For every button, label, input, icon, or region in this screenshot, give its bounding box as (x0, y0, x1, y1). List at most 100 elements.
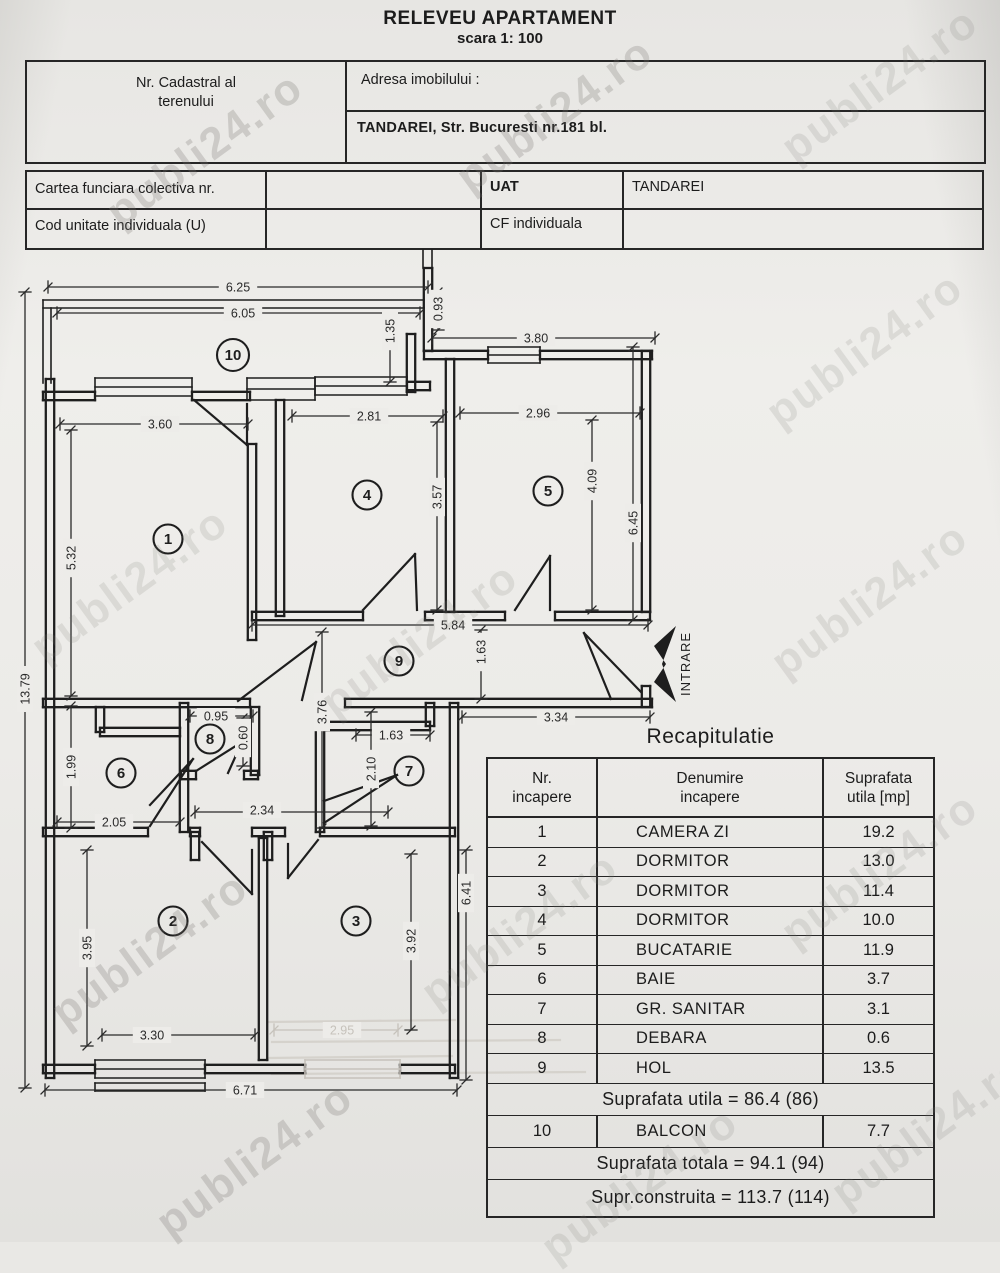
address-label: Adresa imobilului : (361, 72, 480, 88)
svg-text:3.30: 3.30 (140, 1029, 164, 1043)
recap-row-name: CAMERA ZI (598, 818, 824, 847)
cod-unitate-label: Cod unitate individuala (U) (35, 218, 206, 234)
recap-balcon-area: 7.7 (867, 1121, 890, 1140)
svg-text:2.81: 2.81 (357, 410, 381, 424)
recap-header-row: Nr. incapere Denumire incapere Suprafata… (488, 759, 933, 818)
recap-balcon-row: 10 BALCON 7.7 (488, 1115, 933, 1148)
svg-text:5: 5 (544, 483, 552, 500)
recap-row-area: 13.5 (862, 1058, 895, 1077)
recap-row-area: 11.4 (863, 881, 894, 900)
recap-row-nr: 4 (488, 906, 598, 935)
cf-individuala-label: CF individuala (490, 216, 582, 232)
recap-row-name: DEBARA (598, 1024, 824, 1053)
land-book-table: Cartea funciara colectiva nr. UAT TANDAR… (25, 170, 984, 250)
recap-row-nr: 5 (488, 936, 598, 965)
recap-row-area: 11.9 (863, 940, 894, 959)
table-divider (265, 172, 267, 248)
recap-row-area: 19.2 (862, 822, 895, 841)
svg-text:2: 2 (169, 913, 177, 930)
svg-text:6: 6 (117, 765, 125, 782)
svg-text:3.95: 3.95 (81, 936, 95, 960)
recap-row-name: BAIE (598, 965, 824, 994)
recap-row-nr: 2 (488, 847, 598, 876)
recap-table: Nr. incapere Denumire incapere Suprafata… (486, 757, 935, 1218)
svg-text:6.05: 6.05 (231, 307, 255, 321)
svg-text:1.63: 1.63 (475, 640, 489, 664)
document-title: RELEVEU APARTAMENT (383, 8, 617, 29)
recap-title: Recapitulatie (646, 725, 775, 748)
svg-text:3.76: 3.76 (316, 700, 330, 724)
recap-row-area: 13.0 (862, 852, 895, 871)
cadastral-label: Nr. Cadastral al terenului (136, 75, 236, 110)
recap-row-nr: 1 (488, 818, 598, 847)
svg-text:6.71: 6.71 (233, 1084, 257, 1098)
svg-text:9: 9 (395, 653, 403, 670)
svg-text:3.60: 3.60 (148, 418, 172, 432)
address-row-divider (345, 110, 984, 112)
entrance-label: INTRARE (678, 632, 693, 696)
svg-text:10: 10 (225, 347, 242, 364)
svg-text:6.25: 6.25 (226, 281, 250, 295)
svg-text:3: 3 (352, 913, 360, 930)
svg-text:2.96: 2.96 (526, 407, 550, 421)
recap-row-nr: 6 (488, 965, 598, 994)
svg-text:0.93: 0.93 (432, 297, 446, 321)
svg-text:5.32: 5.32 (65, 546, 79, 570)
svg-text:5.84: 5.84 (441, 619, 465, 633)
svg-text:6.41: 6.41 (460, 881, 474, 905)
svg-text:0.60: 0.60 (237, 726, 251, 750)
table-divider (480, 172, 482, 248)
recap-row-name: BUCATARIE (598, 936, 824, 965)
recap-row-name: HOL (598, 1054, 824, 1083)
recap-col-name: Denumire incapere (598, 759, 824, 816)
recap-col-area: Suprafata utila [mp] (844, 769, 913, 806)
recap-row-name: GR. SANITAR (598, 995, 824, 1024)
recap-row-area: 0.6 (867, 1029, 890, 1048)
svg-text:1.99: 1.99 (65, 755, 79, 779)
recap-balcon-nr: 10 (488, 1115, 598, 1147)
svg-text:3.34: 3.34 (544, 711, 568, 725)
svg-text:7: 7 (405, 763, 413, 780)
svg-text:3.92: 3.92 (405, 929, 419, 953)
recap-row-name: DORMITOR (598, 847, 824, 876)
recap-balcon-name: BALCON (598, 1115, 824, 1147)
recap-row-nr: 8 (488, 1024, 598, 1053)
recap-row-area: 3.1 (867, 999, 890, 1018)
svg-text:6.45: 6.45 (627, 511, 641, 535)
document-scale: scara 1: 100 (457, 30, 543, 47)
svg-text:8: 8 (206, 731, 214, 748)
cadastral-table: Nr. Cadastral al terenului Adresa imobil… (25, 60, 986, 164)
svg-text:4: 4 (363, 487, 372, 504)
recap-row-nr: 7 (488, 995, 598, 1024)
table-divider (27, 208, 982, 210)
svg-text:13.79: 13.79 (19, 673, 33, 704)
recap-row-name: DORMITOR (598, 906, 824, 935)
svg-text:1: 1 (164, 531, 172, 548)
recap-row-area: 3.7 (867, 970, 890, 989)
recap-row-nr: 3 (488, 877, 598, 906)
address-value: TANDAREI, Str. Bucuresti nr.181 bl. (357, 120, 608, 136)
cartea-funciara-label: Cartea funciara colectiva nr. (35, 181, 215, 197)
recap-row-nr: 9 (488, 1054, 598, 1083)
svg-text:3.57: 3.57 (431, 485, 445, 509)
svg-text:2.34: 2.34 (250, 804, 274, 818)
svg-text:1.63: 1.63 (379, 729, 403, 743)
recap-util-total: Suprafata utila = 86.4 (86) (488, 1084, 933, 1116)
recap-row-name: DORMITOR (598, 877, 824, 906)
svg-text:2.05: 2.05 (102, 816, 126, 830)
svg-text:3.80: 3.80 (524, 332, 548, 346)
svg-text:2.10: 2.10 (365, 757, 379, 781)
recap-row-area: 10.0 (862, 911, 895, 930)
recap-built-total: Supr.construita = 113.7 (114) (591, 1187, 830, 1207)
svg-text:0.95: 0.95 (204, 710, 228, 724)
